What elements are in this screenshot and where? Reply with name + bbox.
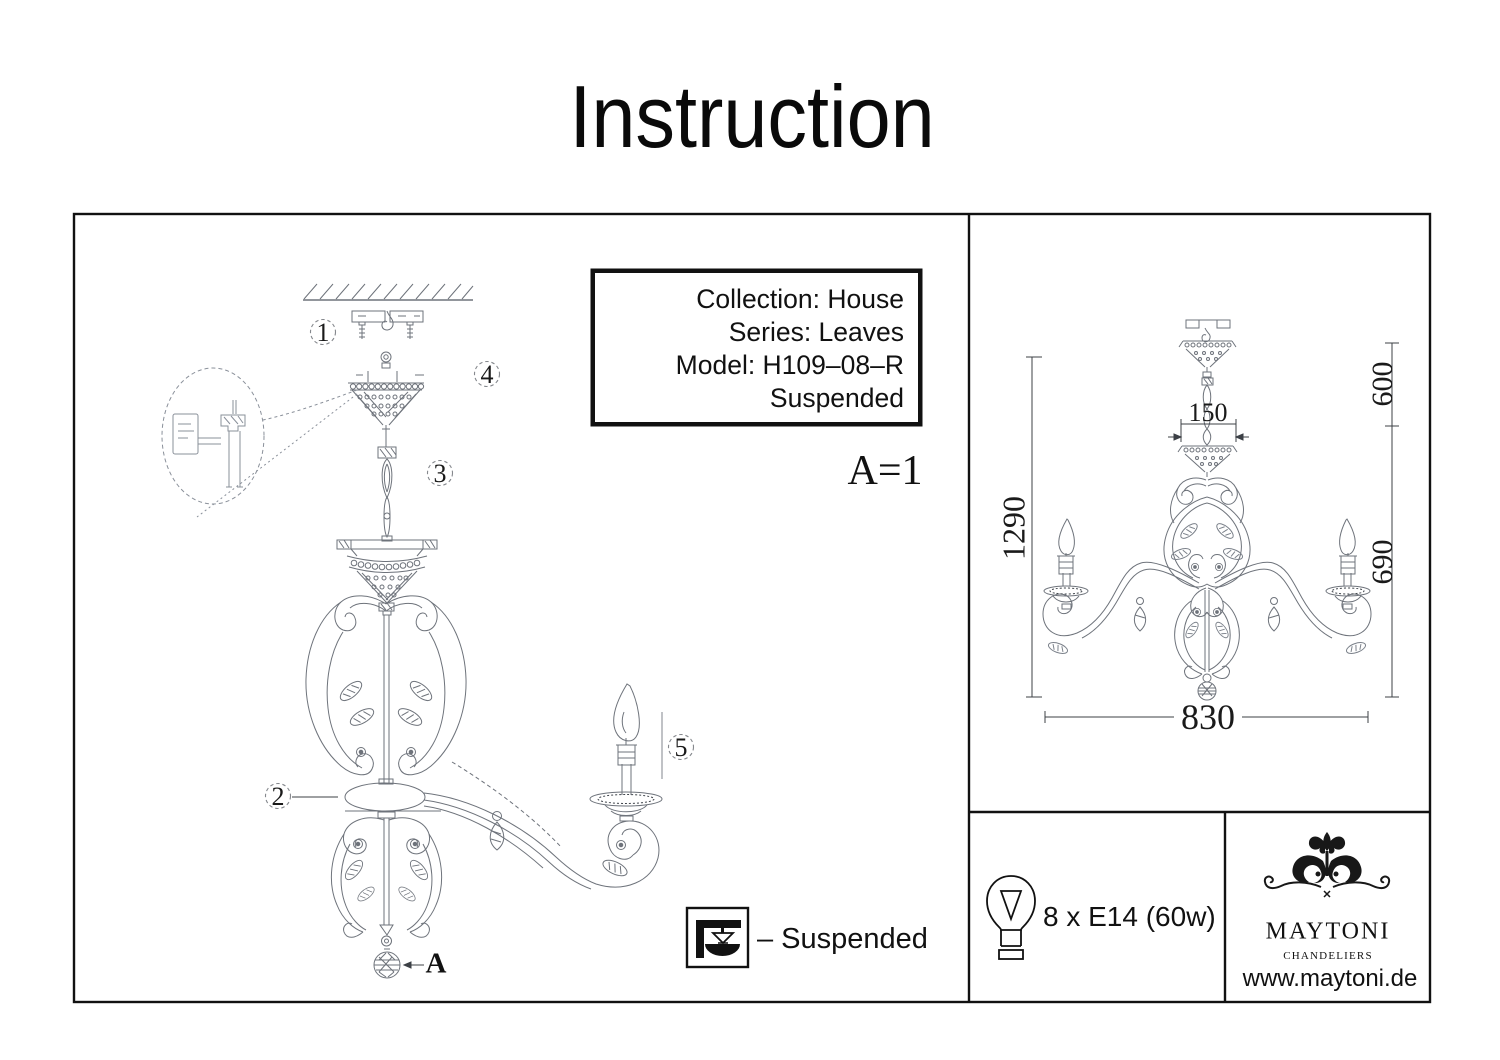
brand-ornament-icon [1263, 832, 1391, 898]
chandelier-front-view [1042, 319, 1371, 701]
info-series: Series: Leaves [728, 317, 904, 347]
ceiling-hatch [303, 283, 474, 301]
dim-830: 830 [1181, 697, 1235, 737]
info-model: Model: H109–08–R [675, 350, 904, 380]
center-disc [344, 778, 441, 812]
side-arm [423, 761, 660, 890]
callout-4: 4 [480, 360, 494, 389]
dim-690: 690 [1366, 539, 1399, 585]
detail-balloon [161, 367, 358, 518]
page-title: Instruction [569, 67, 935, 166]
main-scroll-body [305, 596, 466, 783]
chain-stem [377, 434, 397, 542]
candle-side [589, 683, 663, 822]
chandelier-side-view [161, 283, 663, 979]
part-a-label: A [425, 947, 447, 980]
layout-frame [72, 212, 1432, 1004]
crystal-ball [373, 948, 401, 979]
product-info-box: Collection: House Series: Leaves Model: … [592, 270, 921, 425]
bulb-icon [986, 875, 1036, 960]
brand-name: MAYTONI [1265, 918, 1391, 945]
part-a-arrow [402, 961, 424, 969]
mount-type-label: – Suspended [757, 923, 928, 955]
scale-note: A=1 [847, 448, 923, 494]
callout-2: 2 [271, 782, 285, 811]
suspended-icon [685, 906, 750, 969]
callout-3: 3 [433, 459, 447, 488]
brand-website: www.maytoni.de [1242, 965, 1418, 992]
mounting-bracket [351, 310, 424, 339]
dim-600: 600 [1366, 361, 1399, 407]
info-mount: Suspended [769, 383, 904, 413]
callout-circles [264, 318, 695, 810]
lower-scroll-body [330, 811, 441, 947]
dim-1290: 1290 [995, 496, 1032, 560]
info-collection: Collection: House [696, 284, 904, 314]
upper-bowl [336, 539, 438, 616]
dim-150: 150 [1188, 398, 1228, 427]
dimension-lines [1026, 342, 1399, 723]
lamp-spec-label: 8 x E14 (60w) [1043, 901, 1216, 932]
canopy-side [348, 351, 425, 434]
brand-tagline: CHANDELIERS [1283, 950, 1373, 962]
callout-5: 5 [674, 733, 688, 762]
callout-1: 1 [316, 318, 330, 347]
